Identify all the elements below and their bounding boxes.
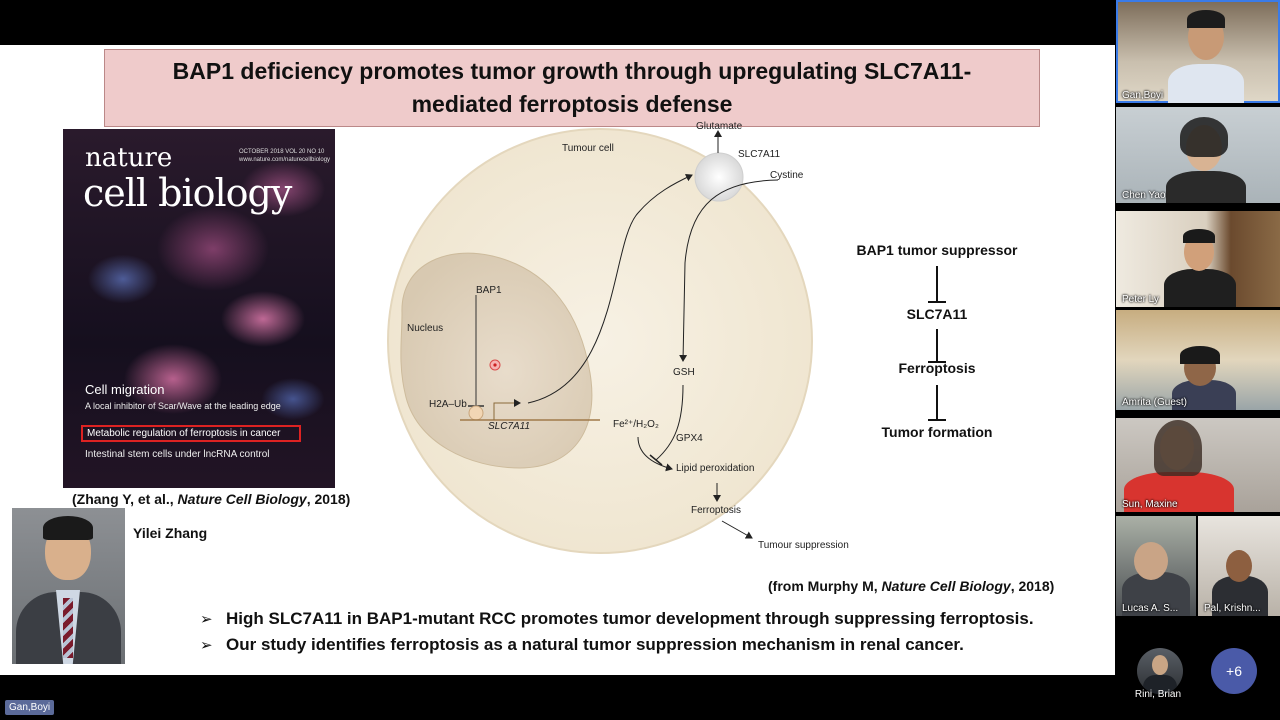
- participant-avatar-rini[interactable]: [1137, 648, 1183, 694]
- label-h2a-ub: H2A–Ub: [429, 399, 467, 410]
- transporter-circle: [694, 152, 744, 202]
- shared-slide: BAP1 deficiency promotes tumor growth th…: [0, 45, 1115, 675]
- participant-name: Chen Yao: [1122, 190, 1166, 201]
- label-ferroptosis: Ferroptosis: [691, 505, 742, 516]
- participant-tile-pal[interactable]: Pal, Krishn...: [1198, 516, 1280, 616]
- label-slc7a11-transporter: SLC7A11: [738, 149, 781, 160]
- cover-journal-line2: cell biology: [83, 171, 292, 215]
- cover-headline: Cell migration: [85, 382, 165, 397]
- slide-title-box: BAP1 deficiency promotes tumor growth th…: [104, 49, 1040, 127]
- participant-tile-amrita[interactable]: Amrita (Guest): [1116, 310, 1280, 410]
- journal-cover-image: OCTOBER 2018 VOL 20 NO 10 www.nature.com…: [63, 129, 335, 488]
- participant-name: Peter Ly: [1122, 294, 1159, 305]
- participant-tile-gan-boyi[interactable]: Gan,Boyi: [1116, 0, 1280, 103]
- participant-tile-peter-ly[interactable]: Peter Ly: [1116, 211, 1280, 307]
- participant-name: Pal, Krishn...: [1204, 603, 1261, 614]
- participant-tile-sun-maxine[interactable]: Sun, Maxine: [1116, 418, 1280, 512]
- bullet-1: ➢High SLC7A11 in BAP1-mutant RCC promote…: [200, 609, 1034, 628]
- label-cystine: Cystine: [770, 170, 804, 181]
- label-lipid-peroxidation: Lipid peroxidation: [676, 463, 755, 474]
- inhibition-arrow-3: [928, 385, 946, 421]
- participant-tile-lucas[interactable]: Lucas A. S...: [1116, 516, 1196, 616]
- label-glutamate: Glutamate: [696, 121, 743, 132]
- label-bap1: BAP1: [476, 285, 502, 296]
- inhibition-arrow-2: [928, 329, 946, 363]
- cover-issue: OCTOBER 2018 VOL 20 NO 10: [239, 149, 325, 155]
- pathway-bap1: BAP1 tumor suppressor: [856, 242, 1018, 258]
- label-tumour-cell: Tumour cell: [562, 143, 614, 154]
- author-photo: [12, 508, 125, 664]
- h2a-ub-dot: [468, 405, 484, 421]
- ferroptosis-diagram: Glutamate Tumour cell SLC7A11 Cystine BA…: [380, 121, 870, 563]
- cover-citation: (Zhang Y, et al., Nature Cell Biology, 2…: [72, 491, 351, 507]
- label-tumour-suppression: Tumour suppression: [758, 540, 849, 551]
- cover-subheadline: A local inhibitor of Scar/Wave at the le…: [85, 401, 281, 411]
- pathway-ferroptosis: Ferroptosis: [898, 360, 976, 376]
- label-slc7a11-gene: SLC7A11: [488, 421, 531, 432]
- active-speaker-label: Gan,Boyi: [5, 700, 55, 715]
- participant-name: Amrita (Guest): [1122, 397, 1188, 408]
- label-gsh: GSH: [673, 367, 695, 378]
- author-name: Yilei Zhang: [133, 525, 208, 541]
- diagram-citation: (from Murphy M, Nature Cell Biology, 201…: [768, 578, 1055, 594]
- more-participants-button[interactable]: +6: [1211, 648, 1257, 694]
- label-fe-h2o2: Fe²⁺/H₂O₂: [613, 419, 659, 430]
- slide-title: BAP1 deficiency promotes tumor growth th…: [172, 58, 972, 117]
- cover-headline-lncrna: Intestinal stem cells under lncRNA contr…: [85, 449, 270, 460]
- diagram-graphics: [387, 128, 813, 554]
- cover-url: www.nature.com/naturecellbiology: [239, 157, 331, 163]
- label-gpx4: GPX4: [676, 433, 703, 444]
- cover-journal-line1: nature: [85, 143, 173, 173]
- bullet-2: ➢Our study identifies ferroptosis as a n…: [200, 635, 964, 654]
- inhibition-arrow-1: [928, 266, 946, 303]
- participant-name: Gan,Boyi: [1122, 90, 1164, 101]
- cover-highlighted-headline: Metabolic regulation of ferroptosis in c…: [81, 425, 301, 442]
- participant-name: Sun, Maxine: [1122, 499, 1178, 510]
- participant-name: Lucas A. S...: [1122, 603, 1179, 614]
- label-nucleus: Nucleus: [407, 323, 444, 334]
- pathway-tumor-formation: Tumor formation: [881, 424, 993, 440]
- pathway-slc7a11: SLC7A11: [906, 306, 968, 322]
- participant-tile-chen-yao[interactable]: Chen Yao: [1116, 107, 1280, 203]
- participant-name-rini: Rini, Brian: [1134, 689, 1182, 700]
